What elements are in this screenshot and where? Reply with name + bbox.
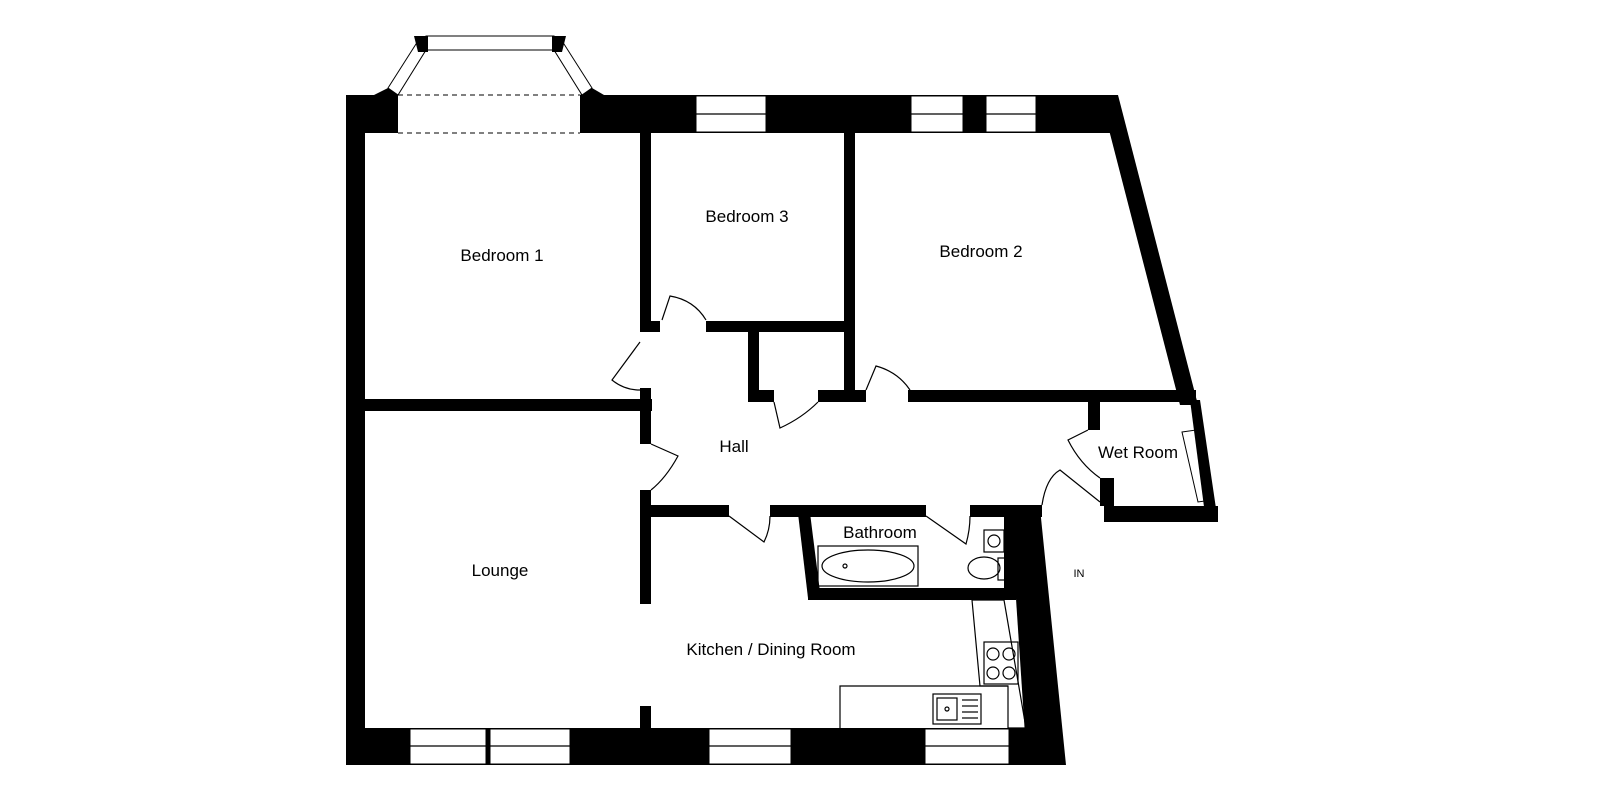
room-label-hall: Hall: [719, 437, 748, 456]
room-label-bedroom3: Bedroom 3: [705, 207, 788, 226]
room-label-bathroom: Bathroom: [843, 523, 917, 542]
interior-walls: [360, 130, 1218, 730]
kitchen-fixtures: [839, 599, 1027, 729]
room-label-bedroom1: Bedroom 1: [460, 246, 543, 265]
doors: [611, 295, 1101, 545]
bathroom-fixtures: [817, 529, 1007, 587]
entrance-label: IN: [1074, 568, 1085, 580]
room-label-lounge: Lounge: [472, 561, 529, 580]
outer-walls: [346, 95, 1198, 765]
room-label-kitchen-dining: Kitchen / Dining Room: [686, 640, 855, 659]
room-label-bedroom2: Bedroom 2: [939, 242, 1022, 261]
room-label-wet-room: Wet Room: [1098, 443, 1178, 462]
windows: [409, 95, 1213, 765]
bay-window: [374, 35, 604, 134]
